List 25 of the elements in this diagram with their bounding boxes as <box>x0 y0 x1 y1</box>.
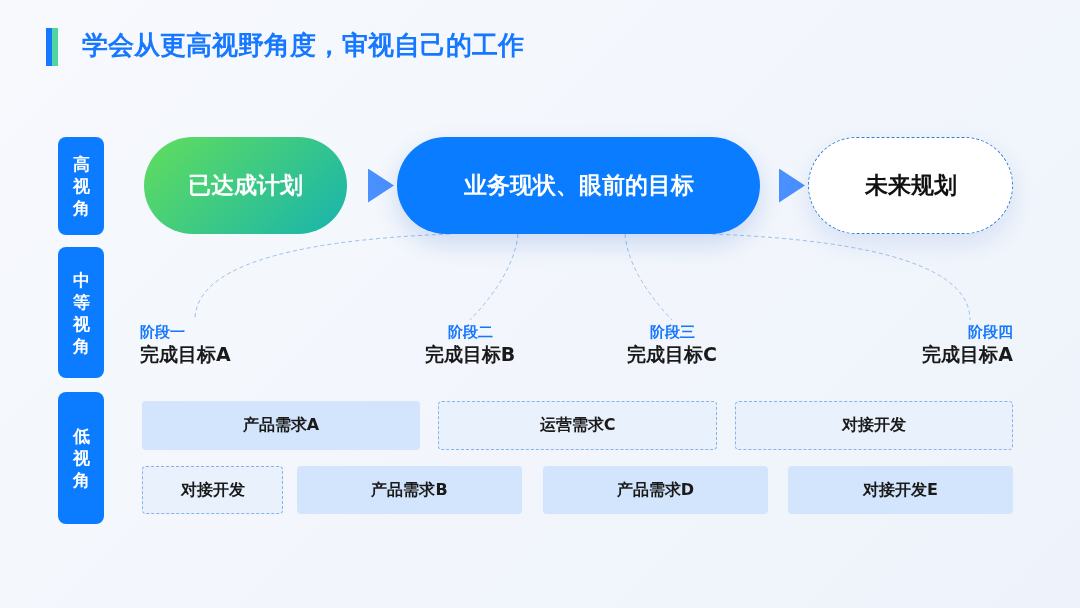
leader-line <box>711 233 971 321</box>
requirement-box: 对接开发 <box>735 401 1013 450</box>
process-pill: 未来规划 <box>808 137 1013 234</box>
side-tab: 中等视角 <box>58 247 104 378</box>
leader-line <box>469 233 519 321</box>
requirement-box: 对接开发 <box>142 466 283 514</box>
requirement-box: 产品需求A <box>142 401 420 450</box>
goal-text: 完成目标C <box>627 342 717 367</box>
requirement-box: 运营需求C <box>438 401 717 450</box>
requirement-box: 产品需求D <box>543 466 768 514</box>
goal-text: 完成目标B <box>424 342 516 367</box>
title: 学会从更高视野角度，审视自己的工作 <box>82 29 524 62</box>
requirement-box: 产品需求B <box>297 466 522 514</box>
stage-label: 阶段二 <box>447 322 493 342</box>
stage-label: 阶段一 <box>140 322 185 342</box>
stage-label: 阶段四 <box>968 322 1013 342</box>
stage-label: 阶段三 <box>649 322 695 342</box>
goal-text: 完成目标A <box>922 342 1013 367</box>
process-pill: 已达成计划 <box>144 137 347 234</box>
process-pill: 业务现状、眼前的目标 <box>397 137 760 234</box>
side-tab: 低视角 <box>58 392 104 524</box>
side-tab: 高视角 <box>58 137 104 235</box>
leader-line <box>624 233 673 321</box>
requirement-box: 对接开发E <box>788 466 1013 514</box>
goal-text: 完成目标A <box>140 342 231 367</box>
